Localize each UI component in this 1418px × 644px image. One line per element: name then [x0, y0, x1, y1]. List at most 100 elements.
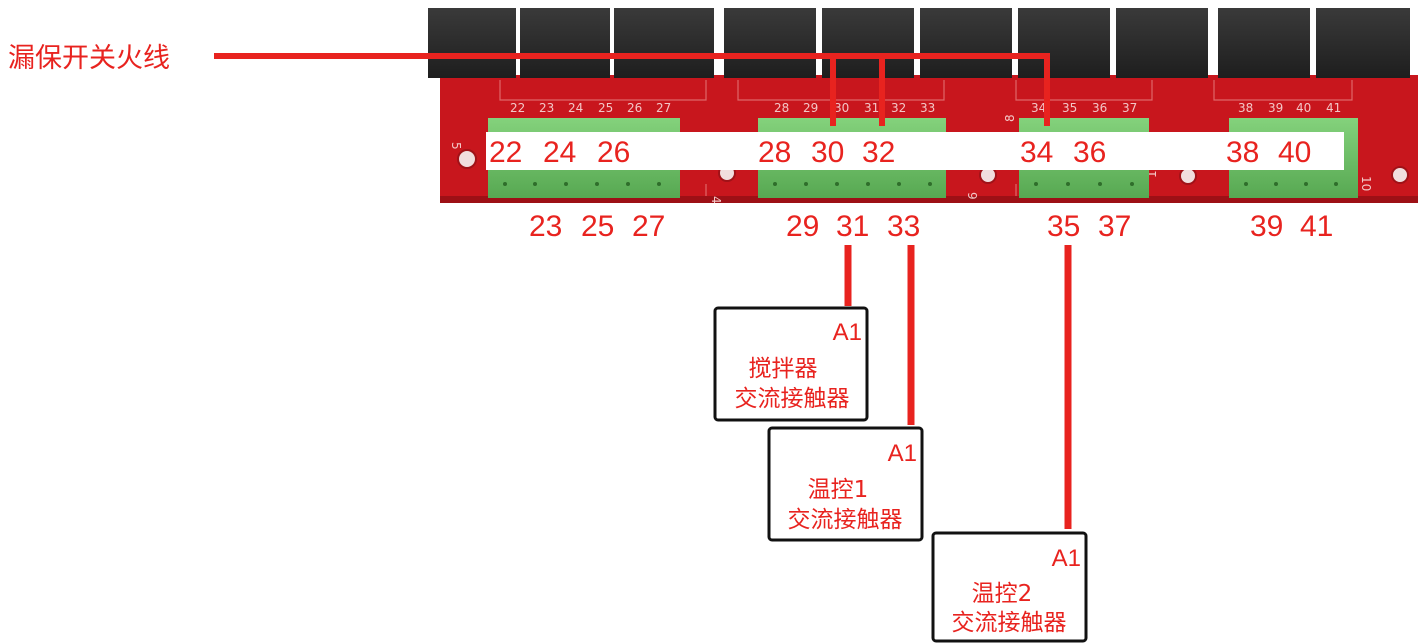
contactor-type: 交流接触器 — [735, 386, 850, 412]
screw — [1034, 182, 1038, 186]
contactor-pin-label: A1 — [888, 440, 917, 467]
contactor-name: 温控1 — [808, 477, 869, 503]
silk-side-mark: 9 — [965, 192, 979, 200]
mounting-hole — [1391, 166, 1409, 184]
relay — [920, 8, 1012, 78]
silk-num: 26 — [627, 101, 642, 115]
screw — [1098, 182, 1102, 186]
contactor-pin-label: A1 — [1052, 545, 1081, 572]
terminal-label: 34 — [1020, 136, 1053, 169]
live-wire-label: 漏保开关火线 — [8, 43, 170, 74]
terminal-label: 41 — [1300, 210, 1333, 243]
screw — [804, 182, 808, 186]
screw — [564, 182, 568, 186]
terminal-label: 35 — [1047, 210, 1080, 243]
silkscreen-numbers: 22 23 24 25 26 27 28 29 30 31 32 33 34 3… — [449, 101, 1373, 204]
mounting-hole — [457, 149, 477, 169]
silk-num: 35 — [1062, 101, 1077, 115]
contactor-box-2: A1 温控1 交流接触器 — [767, 426, 924, 542]
screw — [1244, 182, 1248, 186]
screw — [626, 182, 630, 186]
terminal-label: 33 — [887, 210, 920, 243]
screw — [1274, 182, 1278, 186]
relay — [1218, 8, 1310, 78]
relay — [822, 8, 914, 78]
silk-num: 30 — [834, 101, 849, 115]
silk-num: 32 — [891, 101, 906, 115]
silk-num: 27 — [656, 101, 671, 115]
silk-side-mark: 10 — [1359, 176, 1373, 191]
silk-side-mark: 8 — [1003, 114, 1017, 122]
mounting-hole — [1179, 167, 1197, 185]
contactor-box-1: A1 搅拌器 交流接触器 — [713, 306, 869, 422]
silk-num: 38 — [1238, 101, 1253, 115]
mounting-holes — [457, 149, 1409, 185]
terminal-label: 23 — [529, 210, 562, 243]
silk-num: 40 — [1296, 101, 1311, 115]
terminal-label: 27 — [632, 210, 665, 243]
silk-num: 22 — [510, 101, 525, 115]
relay — [724, 8, 816, 78]
contactor-name: 搅拌器 — [749, 356, 818, 382]
bottom-terminal-labels: 23 25 27 29 31 33 35 37 39 41 — [529, 210, 1333, 243]
screw — [1130, 182, 1134, 186]
relay-board: 22 23 24 25 26 27 28 29 30 31 32 33 34 3… — [428, 8, 1418, 204]
screw — [595, 182, 599, 186]
screw — [835, 182, 839, 186]
silk-num: 24 — [568, 101, 583, 115]
screw — [897, 182, 901, 186]
screw — [773, 182, 777, 186]
terminal-label: 29 — [786, 210, 819, 243]
silk-num: 28 — [774, 101, 789, 115]
terminal-label-strip — [486, 132, 1344, 170]
silk-num: 29 — [803, 101, 818, 115]
terminal-label: 26 — [597, 136, 630, 169]
terminal-label: 32 — [862, 136, 895, 169]
terminal-screws — [503, 182, 1338, 186]
contactor-frame — [713, 306, 869, 422]
screw — [503, 182, 507, 186]
silk-num: 23 — [539, 101, 554, 115]
contactor-wires — [844, 245, 1072, 529]
relay — [1316, 8, 1410, 78]
contactor-pin-label: A1 — [833, 319, 862, 346]
live-wire — [214, 53, 1050, 126]
screw — [533, 182, 537, 186]
pcb-board-shadow — [440, 196, 1418, 203]
silk-num: 34 — [1031, 101, 1046, 115]
terminal-label: 22 — [489, 136, 522, 169]
relay-row — [428, 8, 1410, 78]
screw — [866, 182, 870, 186]
silk-num: 36 — [1092, 101, 1107, 115]
terminal-label: 31 — [836, 210, 869, 243]
silk-side-mark: 4 — [709, 196, 723, 204]
relay — [614, 8, 714, 78]
terminal-label: 40 — [1278, 136, 1311, 169]
contactor-type: 交流接触器 — [952, 610, 1067, 636]
terminal-label: 25 — [581, 210, 614, 243]
silk-num: 25 — [598, 101, 613, 115]
screw — [928, 182, 932, 186]
terminal-label: 37 — [1098, 210, 1131, 243]
contactor-type: 交流接触器 — [788, 507, 903, 533]
screw — [1066, 182, 1070, 186]
terminal-label: 38 — [1226, 136, 1259, 169]
top-terminal-labels: 22 24 26 28 30 32 34 36 38 40 — [489, 136, 1311, 169]
terminal-label: 24 — [543, 136, 576, 169]
silk-side-mark: 5 — [449, 142, 463, 150]
contactor-box-3: A1 温控2 交流接触器 — [931, 531, 1088, 643]
screw — [1334, 182, 1338, 186]
screw — [1304, 182, 1308, 186]
terminal-label: 28 — [758, 136, 791, 169]
contactor-frame — [931, 531, 1088, 643]
relay — [1018, 8, 1110, 78]
contactor-name: 温控2 — [972, 581, 1033, 607]
silk-num: 31 — [864, 101, 879, 115]
silk-num: 33 — [920, 101, 935, 115]
relay — [1116, 8, 1208, 78]
terminal-label: 36 — [1073, 136, 1106, 169]
silk-num: 39 — [1268, 101, 1283, 115]
contactor-frame — [767, 426, 924, 542]
terminal-label: 30 — [811, 136, 844, 169]
